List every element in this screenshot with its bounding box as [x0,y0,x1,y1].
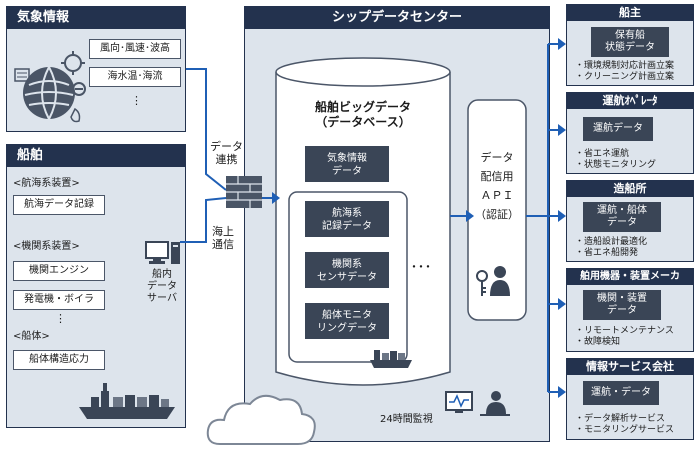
api-label: データ 配信用 ＡＰＩ （認証） [475,151,519,221]
firewall-icon [226,176,262,208]
engine-item-generator: 発電機・ボイラ [13,290,105,310]
user-panel-shipowner: 船主 保有船 状態データ ・環境規制対応計画立案 ・クリーニング計画立案 [566,4,694,86]
user-panel-maker: 舶用機器・装置メーカ 機関・装置 データ ・リモートメンテナンス ・故障検知 [566,268,694,352]
hull-header: <船体> [13,331,50,342]
nav-item-voyage-record: 航海データ記録 [13,195,105,215]
engine-equipment-header: <機関系装置> [13,241,80,252]
server-pc-icon [145,241,180,264]
user-title-info-service: 情報サービス会社 [567,359,693,375]
globe-weather-icon [14,51,86,123]
weather-item-sea-temp: 海水温･海流 [89,67,181,87]
db-engine-data: 機関系 センサデータ [305,252,389,288]
user-title-shipowner: 船主 [567,5,693,21]
small-ship-icon [370,350,412,368]
bigdata-title: 船舶ビッグデータ （データベース） [314,100,411,129]
weather-panel: 気象情報 風向･風速･波高 海水温･海流 ⋮ [6,6,186,132]
user-item-maker-2: ・故障検知 [575,337,621,347]
db-hull-data: 船体モニタ リングデータ [305,303,389,339]
user-item-shipyard-2: ・省エネ船開発 [575,248,639,258]
person-key-icon [476,266,510,296]
user-box-operator: 運航データ [583,117,653,141]
db-weather-data: 気象情報 データ [305,146,389,182]
user-title-shipyard: 造船所 [567,181,693,197]
user-panel-shipyard: 造船所 運航・船体 データ ・造船設計最適化 ・省エネ船開発 [566,180,694,262]
user-item-shipyard-1: ・造船設計最適化 [575,237,648,247]
user-item-info-service-2: ・モニタリングサービス [575,425,675,435]
ship-more: ⋮ [55,312,66,325]
db-more: ･･･ [410,260,432,276]
user-panel-info-service: 情報サービス会社 運航・データ ・データ解析サービス ・モニタリングサービス [566,358,694,440]
user-item-shipowner-2: ・クリーニング計画立案 [575,72,675,82]
engine-item-main: 機関エンジン [13,261,105,281]
ship-panel-title: 船舶 [7,145,185,167]
weather-more: ⋮ [131,94,142,107]
user-item-info-service-1: ・データ解析サービス [575,414,666,424]
user-title-maker: 舶用機器・装置メーカ [567,269,693,285]
user-panel-operator: 運航ｵﾍﾟﾚｰﾀ 運航データ ・省エネ運航 ・状態モニタリング [566,92,694,174]
weather-panel-title: 気象情報 [7,7,185,29]
user-box-maker: 機関・装置 データ [583,290,661,320]
user-title-operator: 運航ｵﾍﾟﾚｰﾀ [567,93,693,109]
sat-link-label: 海上 通信 [212,225,234,251]
hull-item-stress: 船体構造応力 [13,350,105,370]
data-link-label: データ 連携 [210,140,243,166]
db-nav-data: 航海系 記録データ [305,201,389,237]
nav-equipment-header: <航海系装置> [13,178,80,189]
monitoring-label: 24時間監視 [380,414,433,425]
cargo-ship-icon [79,383,175,419]
user-item-operator-1: ・省エネ運航 [575,149,630,159]
user-box-shipowner: 保有船 状態データ [591,27,669,57]
user-box-shipyard: 運航・船体 データ [583,202,661,232]
cloud-icon [206,394,316,445]
ship-data-center-title: シップデータセンター [245,7,549,29]
weather-item-wind: 風向･風速･波高 [89,39,181,59]
user-item-shipowner-1: ・環境規制対応計画立案 [575,61,675,71]
operator-icon [480,391,510,416]
user-item-maker-1: ・リモートメンテナンス [575,326,674,336]
user-box-info-service: 運航・データ [583,381,659,405]
onboard-server-label: 船内 データ サーバ [147,269,177,304]
monitoring-screen-icon [445,391,473,413]
ship-panel: 船舶 <航海系装置> 航海データ記録 <機関系装置> 機関エンジン 発電機・ボイ… [6,144,186,428]
user-item-operator-2: ・状態モニタリング [575,160,657,170]
